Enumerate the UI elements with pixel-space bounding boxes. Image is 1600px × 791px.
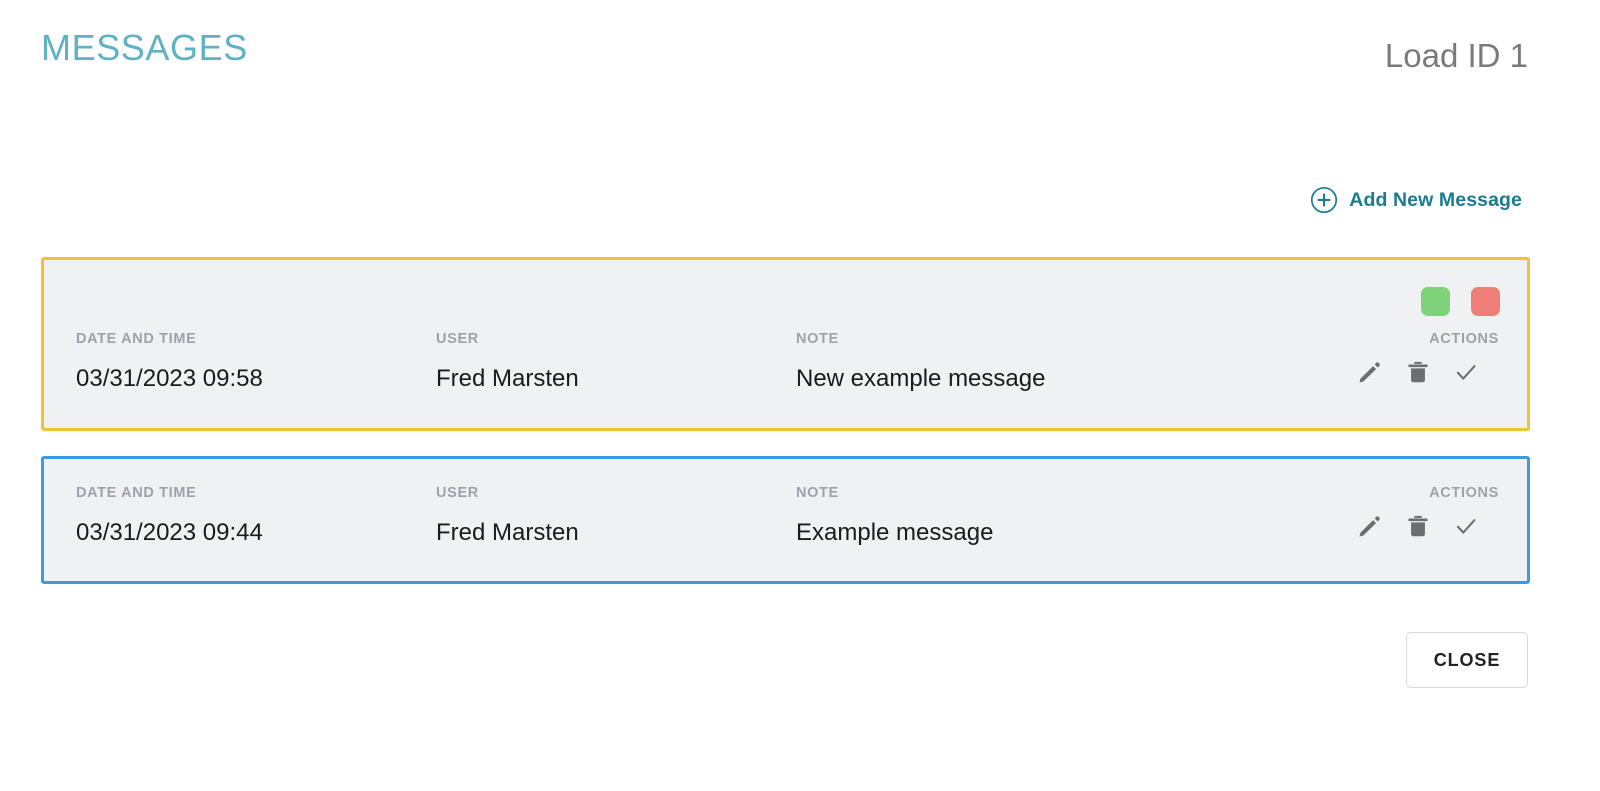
plus-circle-icon: [1310, 186, 1338, 214]
column-user: USER Fred Marsten: [436, 332, 796, 391]
cancel-chip[interactable]: [1471, 287, 1500, 316]
column-date: DATE AND TIME 03/31/2023 09:58: [76, 332, 436, 391]
delete-icon[interactable]: [1405, 359, 1431, 385]
edit-icon[interactable]: [1357, 513, 1383, 539]
check-icon[interactable]: [1453, 513, 1479, 539]
message-user-value: Fred Marsten: [436, 518, 579, 546]
message-row: DATE AND TIME 03/31/2023 09:44 USER Fred…: [44, 486, 1527, 545]
message-date-value: 03/31/2023 09:44: [76, 518, 263, 546]
add-new-message-label: Add New Message: [1349, 188, 1522, 211]
header: MESSAGES Load ID 1: [41, 30, 1528, 92]
column-header-user: USER: [436, 331, 479, 347]
action-icon-group: [1319, 359, 1499, 385]
check-icon[interactable]: [1453, 359, 1479, 385]
load-id-label: Load ID 1: [1384, 37, 1528, 74]
message-row: DATE AND TIME 03/31/2023 09:58 USER Fred…: [44, 332, 1527, 391]
page-title: MESSAGES: [41, 27, 248, 68]
confirm-chip[interactable]: [1421, 287, 1450, 316]
column-header-date: DATE AND TIME: [76, 485, 197, 501]
status-chip-group: [1421, 287, 1500, 316]
column-header-date: DATE AND TIME: [76, 331, 197, 347]
message-card[interactable]: DATE AND TIME 03/31/2023 09:44 USER Fred…: [41, 456, 1530, 584]
column-note: NOTE Example message: [796, 486, 1319, 545]
message-note-value: New example message: [796, 364, 1046, 392]
message-date-value: 03/31/2023 09:58: [76, 364, 263, 392]
action-icon-group: [1319, 513, 1499, 539]
column-actions: ACTIONS: [1319, 486, 1499, 539]
column-header-note: NOTE: [796, 331, 839, 347]
message-card[interactable]: DATE AND TIME 03/31/2023 09:58 USER Fred…: [41, 257, 1530, 431]
column-user: USER Fred Marsten: [436, 486, 796, 545]
column-note: NOTE New example message: [796, 332, 1319, 391]
message-note-value: Example message: [796, 518, 994, 546]
column-header-note: NOTE: [796, 485, 839, 501]
edit-icon[interactable]: [1357, 359, 1383, 385]
delete-icon[interactable]: [1405, 513, 1431, 539]
column-actions: ACTIONS: [1319, 332, 1499, 385]
message-user-value: Fred Marsten: [436, 364, 579, 392]
column-header-user: USER: [436, 485, 479, 501]
column-header-actions: ACTIONS: [1429, 485, 1499, 501]
column-header-actions: ACTIONS: [1429, 331, 1499, 347]
add-new-message-button[interactable]: Add New Message: [1310, 186, 1522, 214]
close-button[interactable]: CLOSE: [1406, 632, 1528, 688]
column-date: DATE AND TIME 03/31/2023 09:44: [76, 486, 436, 545]
